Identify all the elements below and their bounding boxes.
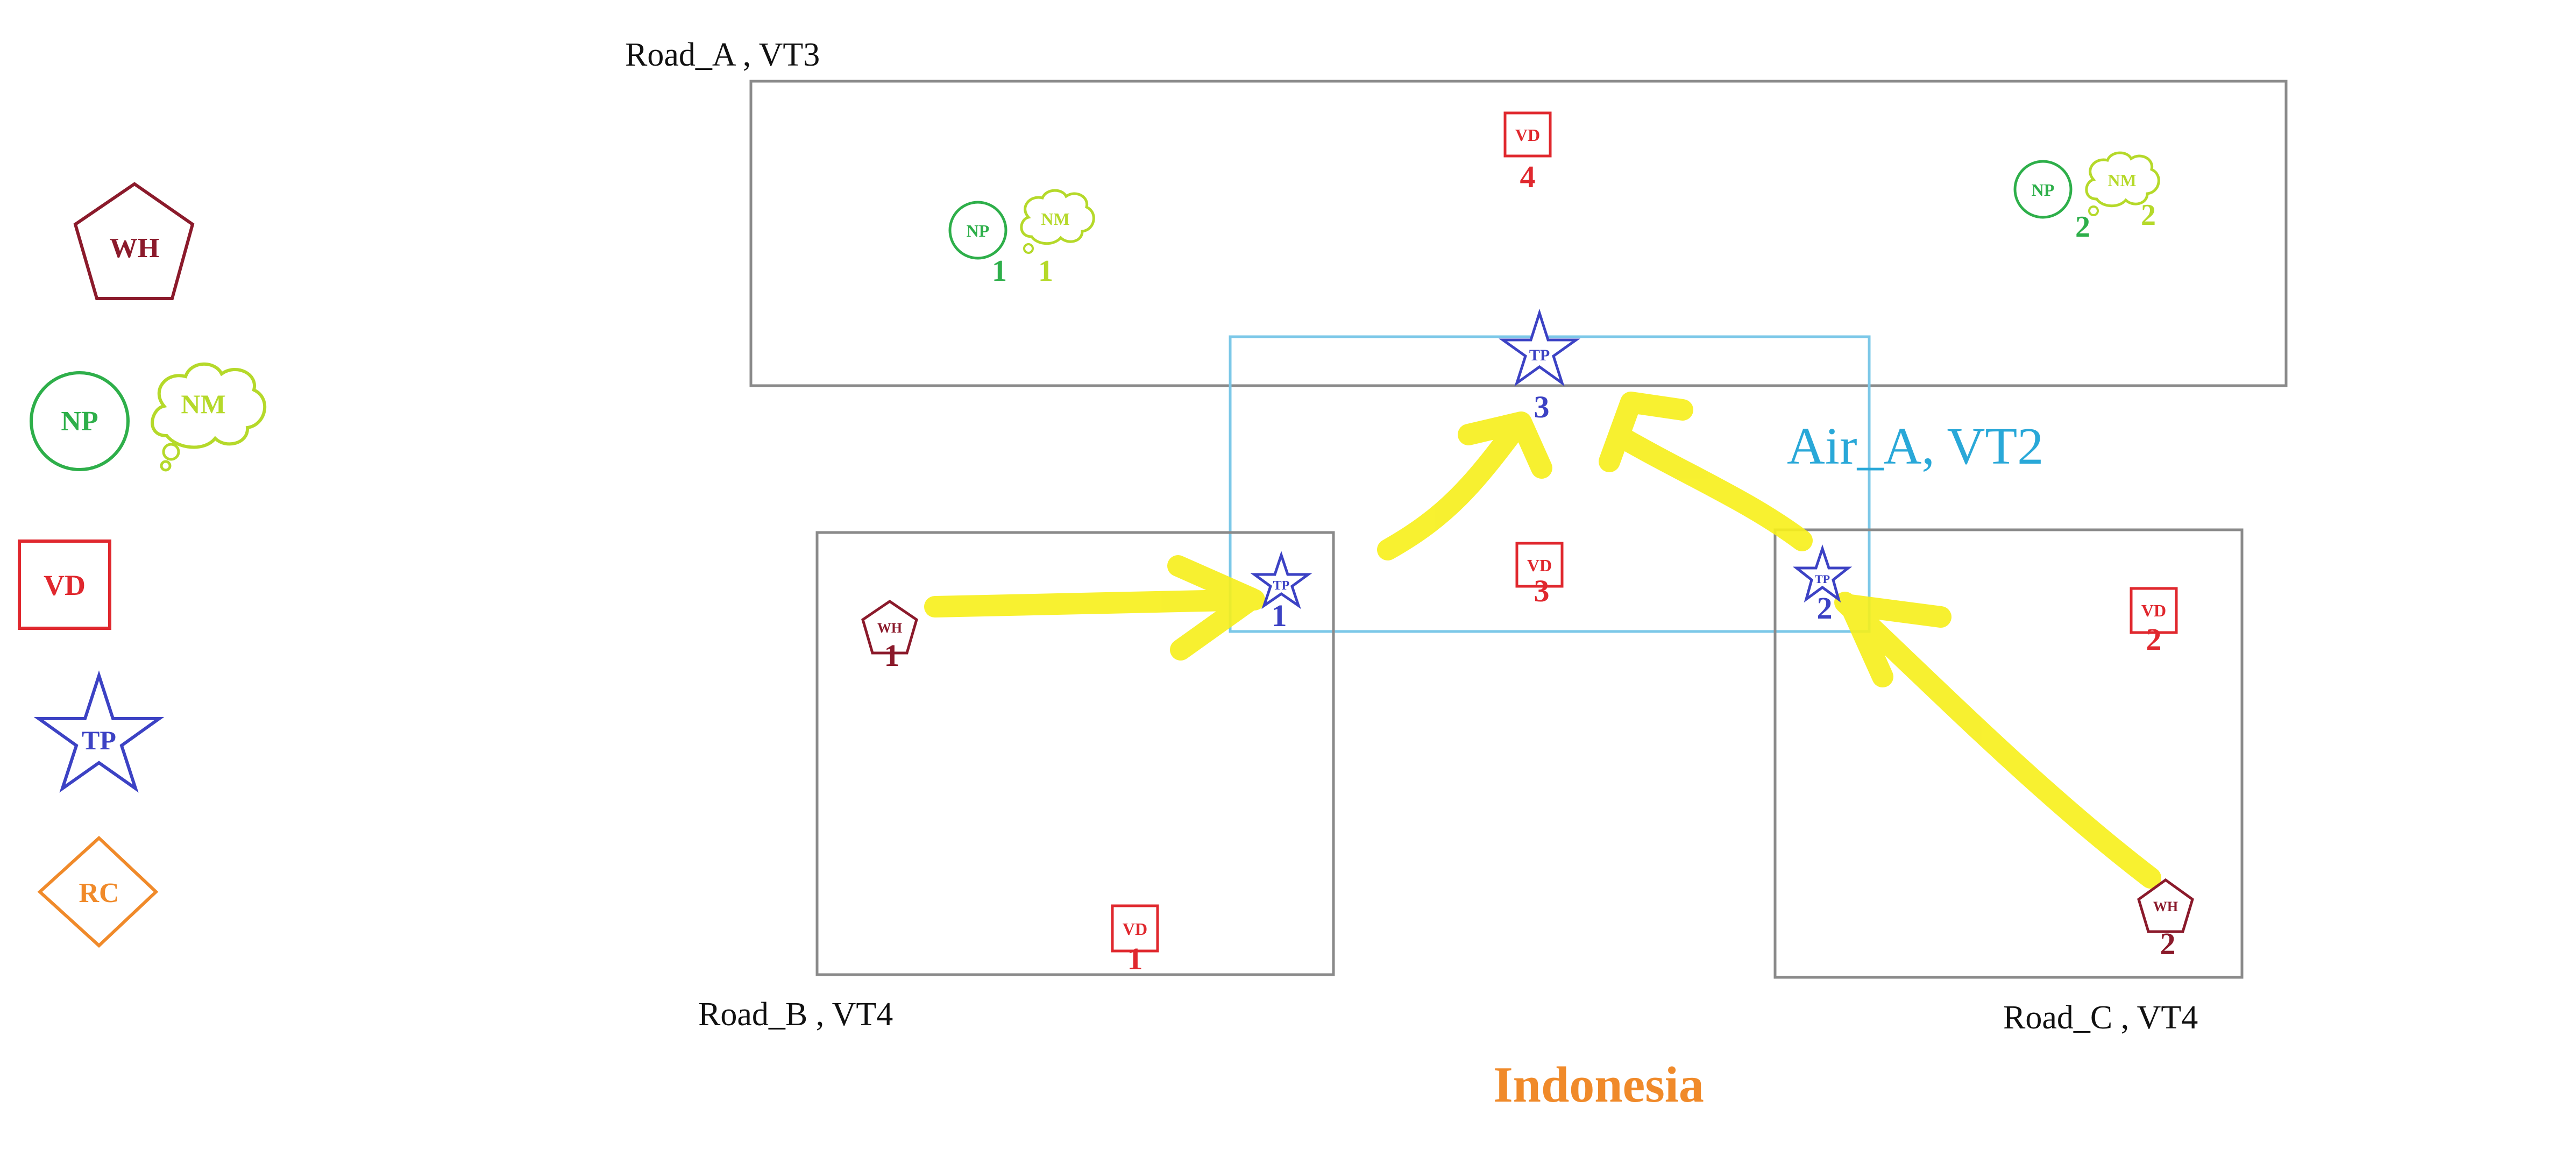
road-c-label: Road_C , VT4	[2003, 999, 2198, 1036]
vd-node-2: VD 2	[2130, 587, 2178, 657]
air-a-label: Air_A, VT2	[1787, 417, 2043, 475]
wh-node-1-label: WH	[877, 620, 902, 636]
vd-node-4-number: 4	[1520, 159, 1536, 194]
wh-node-2: WH 2	[2137, 878, 2194, 961]
arrow-tp2-to-tp3-head	[1599, 392, 1693, 472]
legend-nm-icon: NM	[151, 362, 267, 472]
vd-node-2-label: VD	[2141, 601, 2166, 620]
air-a-region	[1229, 335, 1871, 633]
legend-tp-text: TP	[82, 725, 116, 755]
vd-node-3: VD 3	[1515, 542, 1564, 608]
vd-node-4: VD 4	[1503, 111, 1552, 194]
np-node-2-number: 2	[2075, 210, 2090, 244]
legend-tp-icon: TP	[33, 670, 165, 793]
vd-node-4-label: VD	[1515, 125, 1540, 145]
legend-rc-icon: RC	[37, 835, 159, 948]
arrow-tp1-to-tp3	[1377, 414, 1529, 560]
tp-node-2-label: TP	[1815, 572, 1830, 586]
vd-node-1-label: VD	[1123, 919, 1147, 939]
tp-node-2: TP 2	[1792, 544, 1853, 626]
wh-node-1-number: 1	[884, 638, 900, 673]
legend-rc-text: RC	[79, 878, 119, 908]
vd-node-3-label: VD	[1527, 556, 1552, 575]
nm-node-1: NM 1	[1020, 189, 1095, 288]
legend-np-text: NP	[61, 406, 98, 437]
road-a-label: Road_A , VT3	[625, 37, 820, 73]
road-c-region	[1773, 528, 2244, 979]
tp-node-1-number: 1	[1272, 598, 1287, 633]
arrow-tp1-to-tp3-head	[1458, 411, 1552, 479]
wh-node-1: WH 1	[861, 599, 918, 673]
np-node-2-label: NP	[2032, 180, 2055, 200]
arrow-tp2-to-tp3	[1608, 425, 1813, 551]
legend-vd-text: VD	[44, 569, 86, 601]
tp-node-3: TP 3	[1499, 308, 1580, 424]
vd-node-3-number: 3	[1534, 573, 1550, 608]
tp-node-1: TP 1	[1250, 551, 1312, 633]
road-b-label: Road_B , VT4	[698, 996, 893, 1033]
flow-arrows	[924, 392, 2161, 889]
wh-node-2-number: 2	[2160, 926, 2176, 961]
nm-node-2-number: 2	[2141, 198, 2156, 232]
legend-vd-icon: VD	[18, 539, 111, 630]
legend-wh-icon: WH	[73, 182, 195, 300]
legend: WH NP NM VD TP RC	[18, 182, 267, 948]
np-node-1-label: NP	[967, 221, 990, 240]
legend-wh-text: WH	[110, 233, 159, 264]
arrow-wh2-to-tp2	[1834, 592, 2161, 889]
tp-node-3-label: TP	[1529, 346, 1550, 364]
np-node-1: NP 1	[948, 201, 1007, 288]
vd-node-2-number: 2	[2146, 622, 2162, 657]
arrow-wh1-to-tp1	[924, 589, 1265, 617]
nm-node-2: NM 2	[2085, 151, 2160, 232]
tp-node-1-label: TP	[1273, 579, 1290, 593]
tp-node-2-number: 2	[1817, 591, 1833, 626]
np-node-1-number: 1	[992, 254, 1007, 288]
nm-node-1-number: 1	[1038, 254, 1053, 288]
arrow-wh2-to-tp2-head	[1840, 594, 1951, 687]
country-label: Indonesia	[1493, 1057, 1704, 1113]
tp-node-3-number: 3	[1534, 389, 1550, 424]
nm-node-2-label: NM	[2107, 171, 2136, 190]
arrow-wh1-to-tp1-head	[1167, 555, 1263, 661]
vd-node-1: VD 1	[1111, 904, 1159, 976]
road-b-region	[815, 531, 1335, 976]
legend-nm-text: NM	[181, 389, 225, 419]
legend-np-icon: NP	[30, 371, 130, 471]
np-node-2: NP 2	[2013, 160, 2090, 244]
vd-node-1-number: 1	[1127, 941, 1143, 976]
nm-node-1-label: NM	[1041, 209, 1069, 229]
road-a-region	[749, 80, 2288, 387]
wh-node-2-label: WH	[2153, 899, 2178, 914]
